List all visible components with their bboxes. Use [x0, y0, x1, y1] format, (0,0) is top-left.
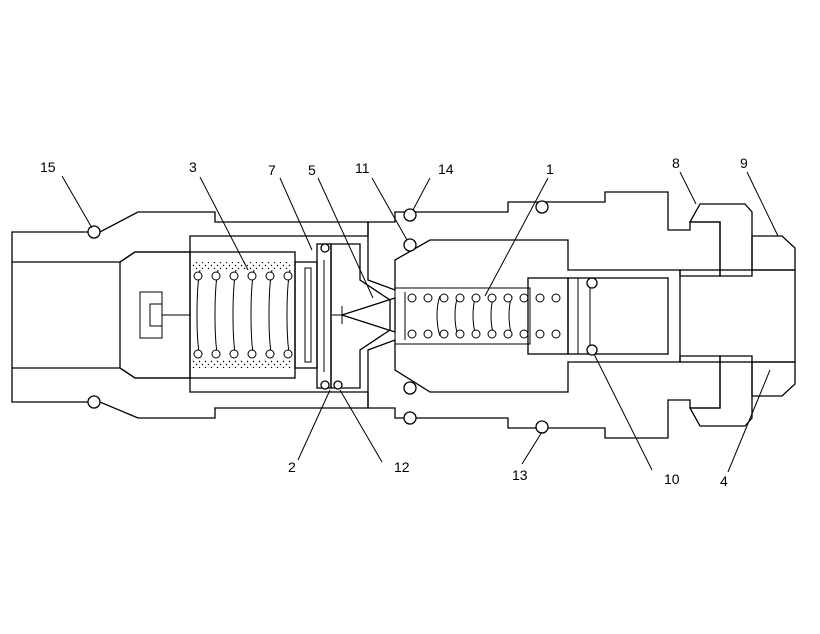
callout-2: 2: [288, 459, 296, 475]
callout-11: 11: [355, 160, 370, 176]
callout-labels: 15 3 7 5 11 14 1 8 9 2 12 13 10 4: [40, 155, 748, 489]
spring-1: [394, 277, 569, 355]
leader-lines: [61, 171, 779, 473]
spring-3: [189, 251, 296, 379]
callout-14: 14: [438, 161, 454, 177]
callout-15: 15: [40, 159, 56, 175]
callout-10: 10: [664, 471, 680, 487]
o-rings: [87, 200, 598, 434]
piston-10: [567, 277, 669, 355]
left-plug: [119, 251, 191, 379]
spacer-7: [294, 243, 332, 389]
callout-1: 1: [546, 161, 554, 177]
end-cap-4: [679, 235, 796, 397]
seat-5: [330, 243, 396, 389]
callout-5: 5: [308, 162, 316, 178]
callout-7: 7: [268, 162, 276, 178]
callout-3: 3: [189, 159, 197, 175]
callout-8: 8: [672, 155, 680, 171]
callout-4: 4: [720, 473, 728, 489]
cartridge-body: [367, 191, 753, 439]
callout-9: 9: [740, 155, 748, 171]
callout-12: 12: [394, 459, 410, 475]
callout-13: 13: [512, 467, 528, 483]
